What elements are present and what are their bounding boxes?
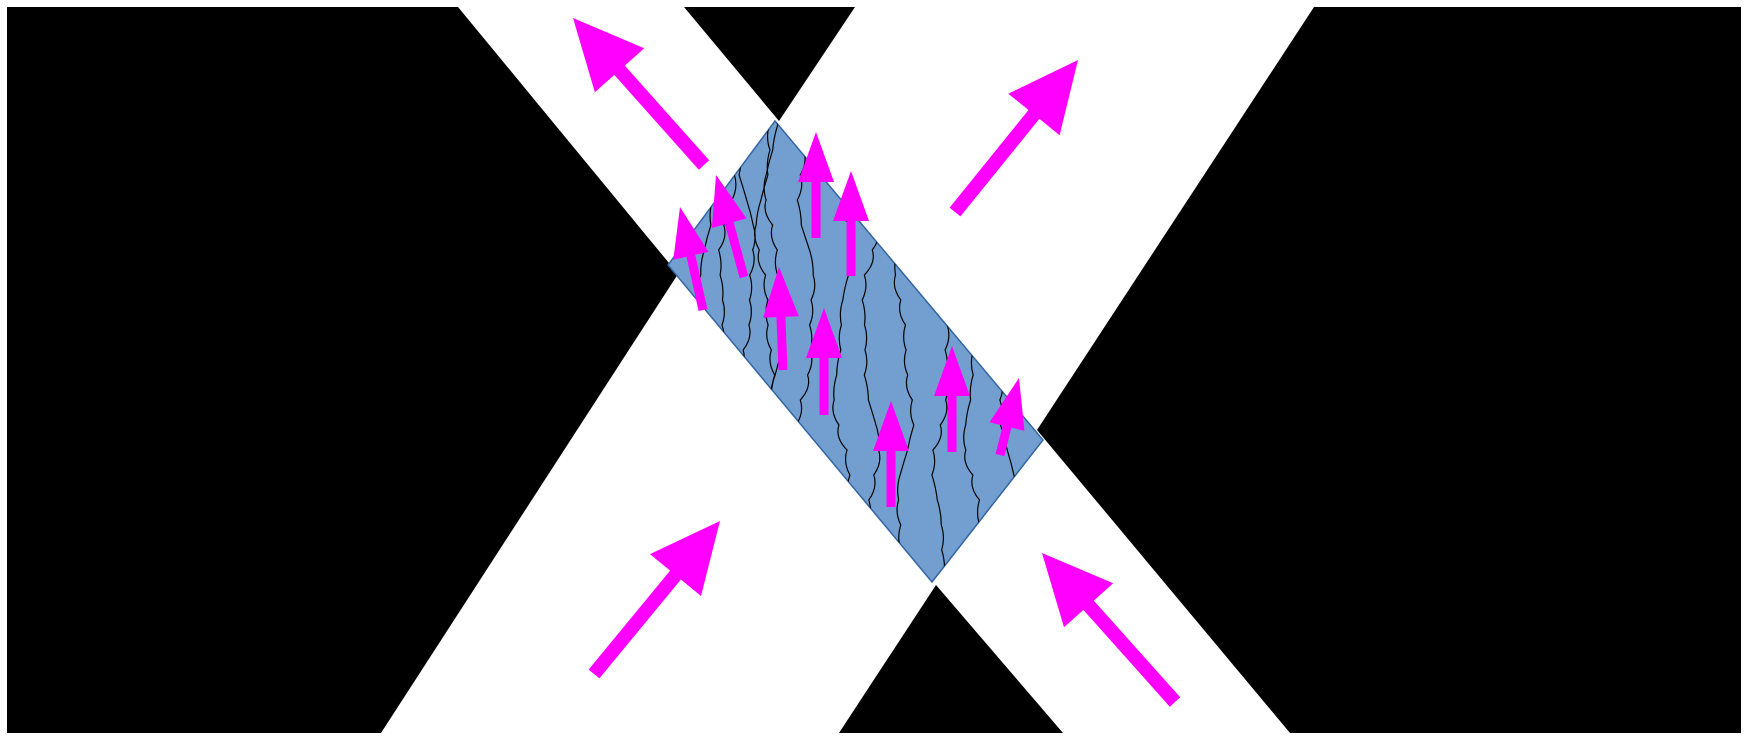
diagram-canvas <box>0 0 1748 736</box>
crossing-bands-diagram <box>0 0 1748 736</box>
